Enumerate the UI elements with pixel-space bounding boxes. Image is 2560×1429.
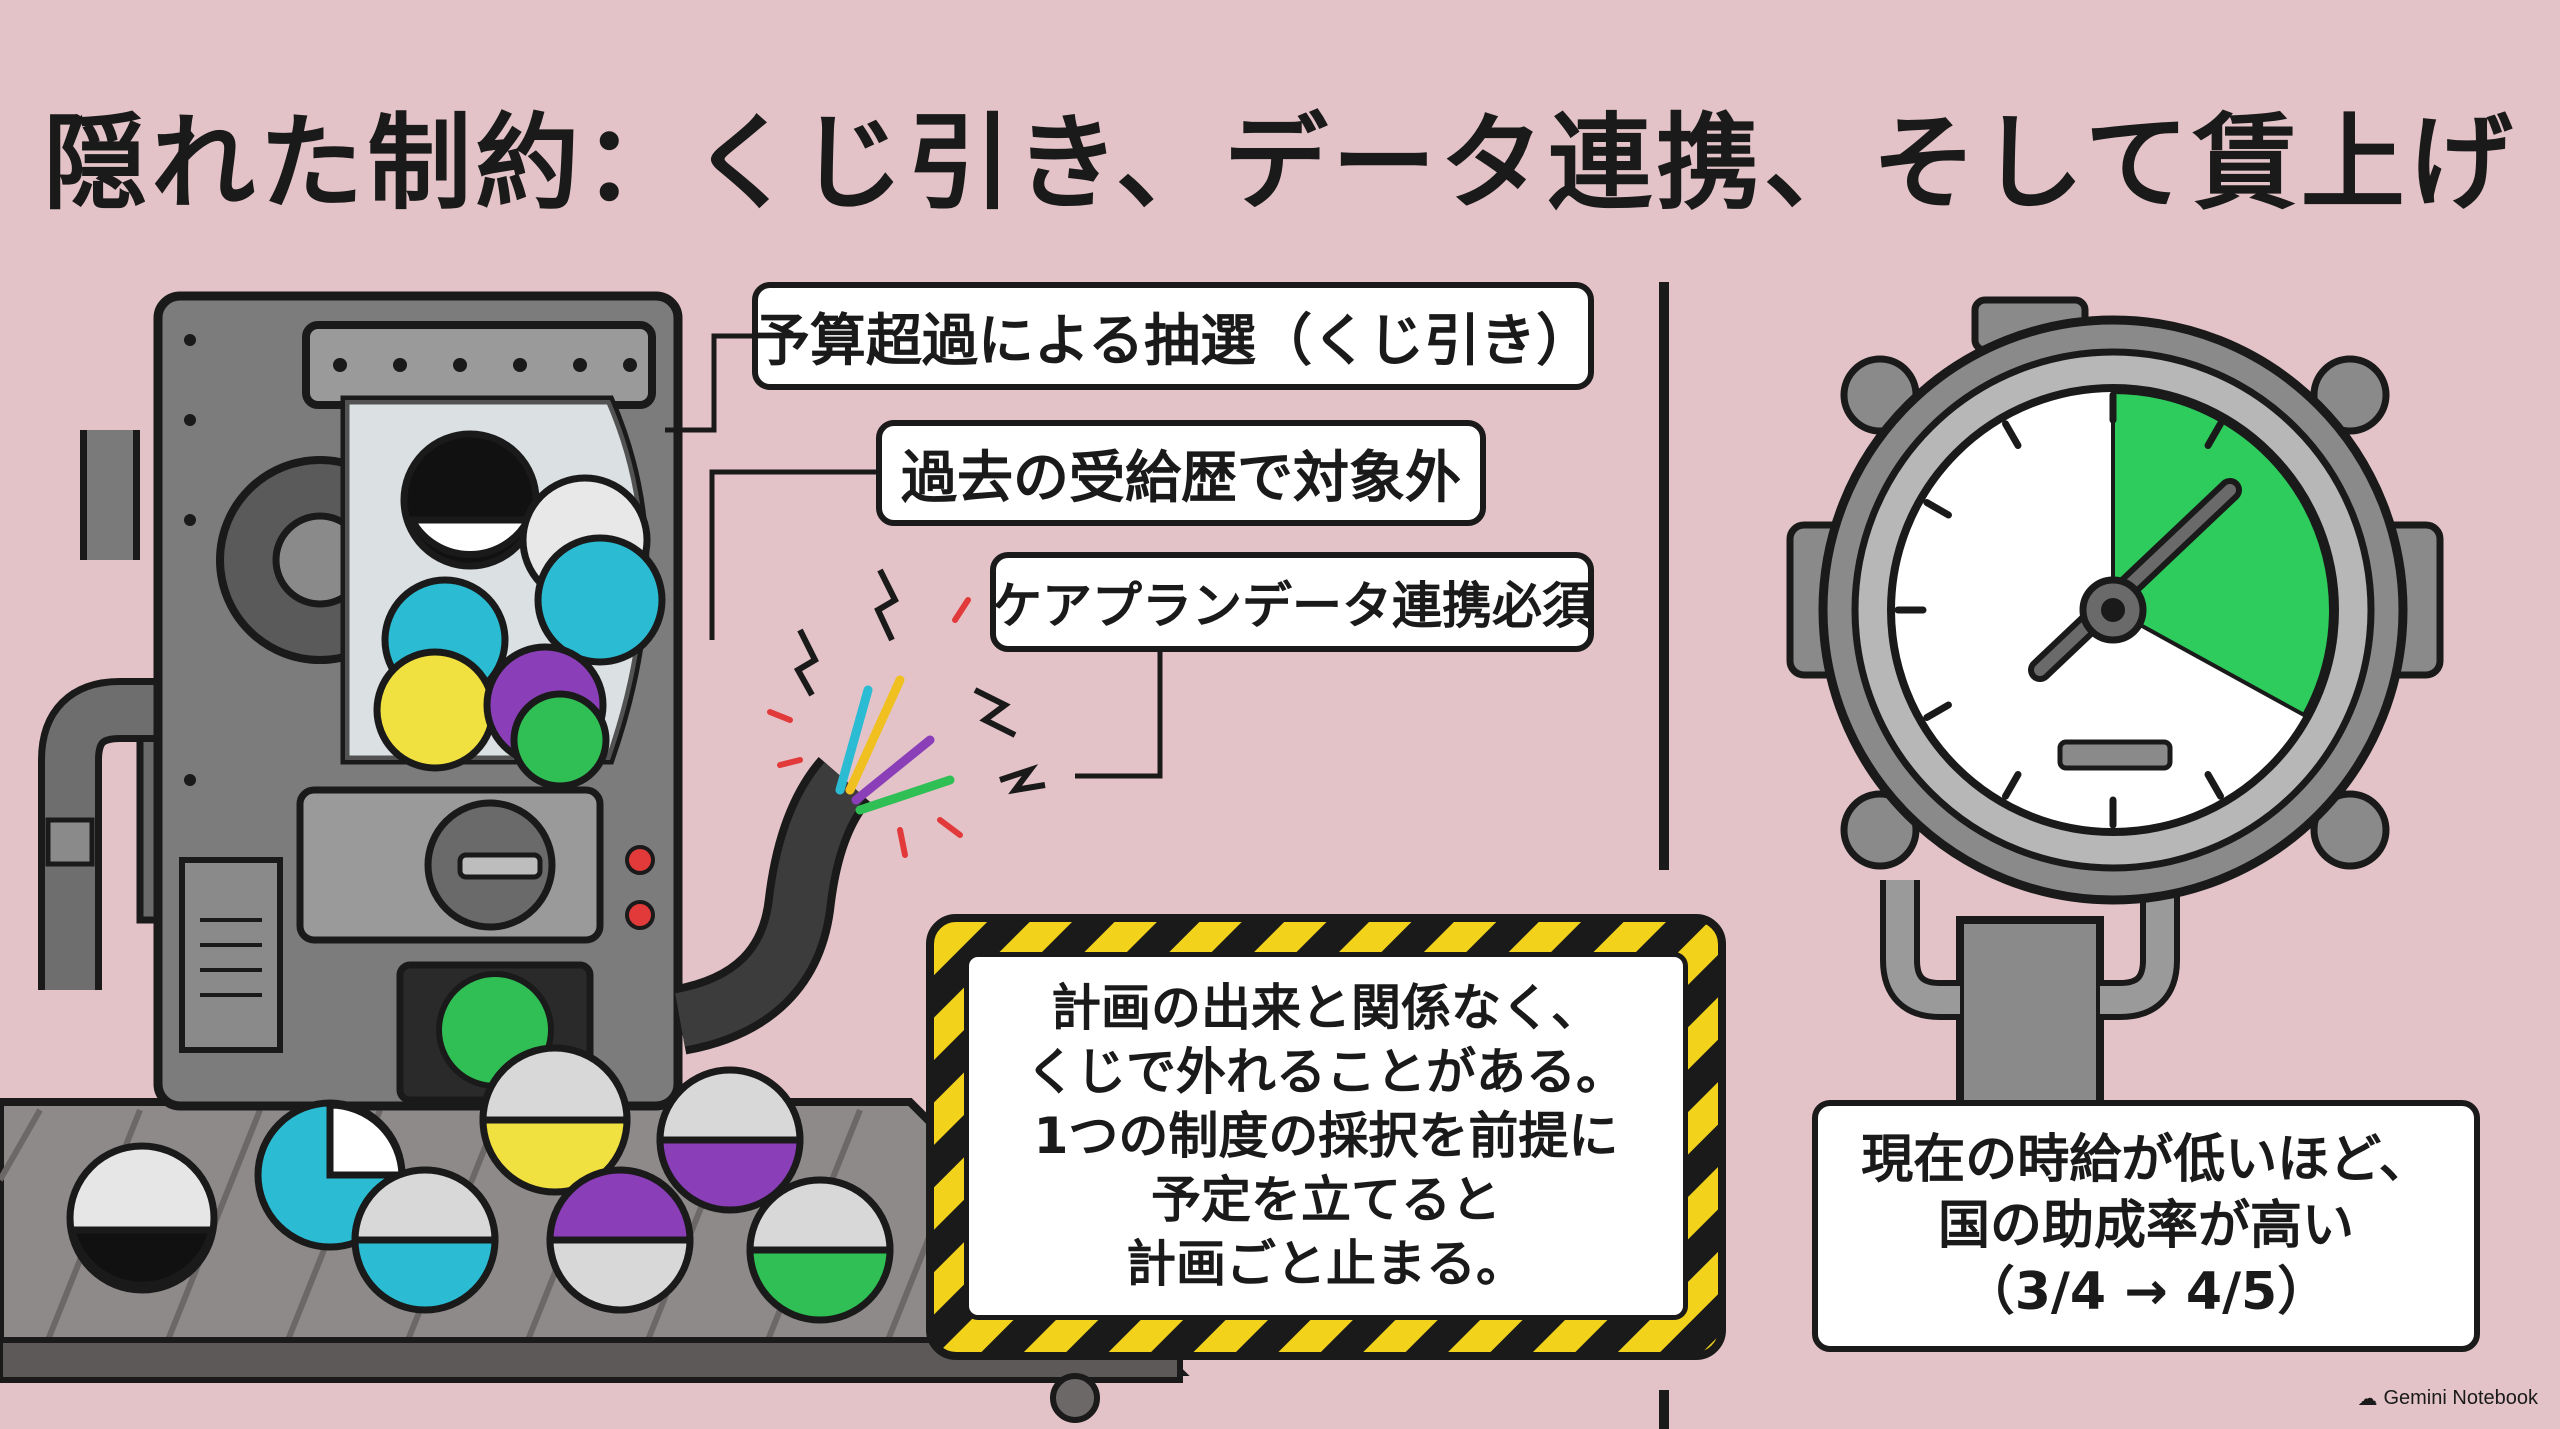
callout-lines: [665, 333, 1163, 779]
capsules-on-belt: [66, 1044, 894, 1324]
warning-line: 計画の出来と関係なく、: [1051, 979, 1601, 1037]
broken-wires: [835, 675, 955, 815]
info-line: 現在の時給が低いほど、: [1861, 1130, 2431, 1190]
warning-line: 1つの制度の採択を前提に: [1033, 1107, 1619, 1165]
gauge-tick: [2002, 420, 2022, 449]
warning-line: 予定を立てると: [1151, 1171, 1501, 1229]
gauge-tick: [2002, 771, 2022, 800]
brand-label: Gemini Notebook: [2383, 1387, 2538, 1409]
past-benefit-label: 過去の受給歴で対象外: [876, 420, 1486, 526]
lottery-label: 予算超過による抽選（くじ引き）: [752, 282, 1594, 390]
info-line: （3/4 → 4/5）: [1962, 1262, 2330, 1322]
subsidy-info-box: 現在の時給が低いほど、 国の助成率が高い （3/4 → 4/5）: [1812, 1100, 2480, 1352]
brand-watermark: ☁ Gemini Notebook: [2357, 1386, 2538, 1411]
pressure-gauge: [1786, 296, 2444, 1119]
care-plan-label: ケアプランデータ連携必須: [990, 552, 1594, 652]
warning-line: 計画ごと止まる。: [1126, 1235, 1526, 1293]
brand-icon: ☁: [2357, 1388, 2378, 1410]
gauge-tick: [1923, 499, 1952, 519]
sparks: [793, 568, 1046, 795]
lottery-machine: [38, 291, 873, 1111]
warning-line: くじで外れることがある。: [1026, 1043, 1626, 1101]
gauge-green-zone: [2111, 389, 2333, 718]
page-title: 隠れた制約：くじ引き、データ連携、そして賃上げ: [43, 102, 2517, 224]
gauge-tick: [2204, 420, 2224, 449]
gauge-tick: [2204, 771, 2224, 800]
gauge-tick: [1923, 701, 1952, 721]
capsules-in-dome: [373, 430, 666, 790]
warning-box: 計画の出来と関係なく、 くじで外れることがある。 1つの制度の採択を前提に 予定…: [964, 952, 1688, 1320]
info-line: 国の助成率が高い: [1937, 1196, 2354, 1256]
